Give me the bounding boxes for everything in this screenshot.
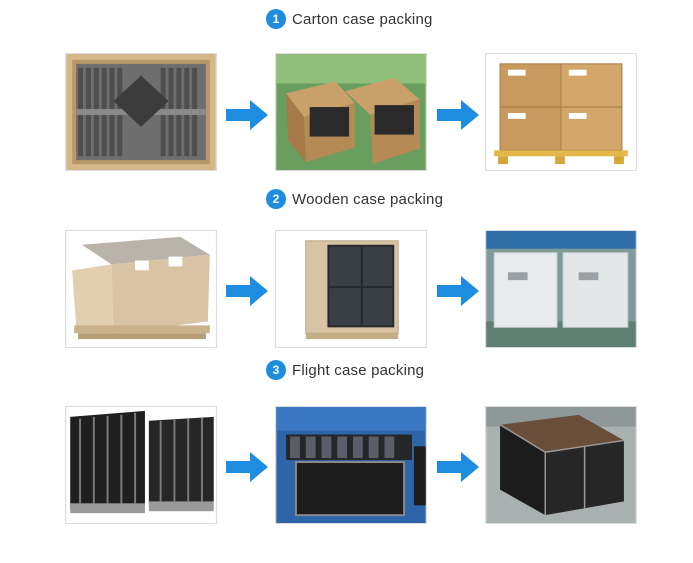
right-arrow-icon (226, 100, 268, 130)
right-arrow-icon (437, 276, 479, 306)
wooden-photo-open-crate (65, 230, 217, 348)
section-title-flight: 3 Flight case packing (266, 360, 424, 380)
right-arrow-icon (437, 100, 479, 130)
section-title-carton: 1 Carton case packing (266, 9, 433, 29)
right-arrow-icon (437, 452, 479, 482)
section-title-text: Carton case packing (292, 10, 433, 28)
section-title-text: Flight case packing (292, 361, 425, 379)
number-badge-3: 3 (266, 360, 286, 380)
right-arrow-icon (226, 276, 268, 306)
flight-photo-open-cases (65, 406, 217, 524)
wooden-photo-wrapped-crates (485, 230, 637, 348)
number-badge-2: 2 (266, 189, 286, 209)
carton-photo-open-boxes (275, 53, 427, 171)
flight-photo-closed-cases (485, 406, 637, 524)
flight-photo-cases-with-modules (275, 406, 427, 524)
section-title-text: Wooden case packing (292, 190, 444, 208)
carton-photo-pallet-stack (485, 53, 637, 171)
carton-photo-modules-in-box (65, 53, 217, 171)
right-arrow-icon (226, 452, 268, 482)
wooden-photo-crate-with-screen (275, 230, 427, 348)
section-title-wooden: 2 Wooden case packing (266, 189, 443, 209)
number-badge-1: 1 (266, 9, 286, 29)
